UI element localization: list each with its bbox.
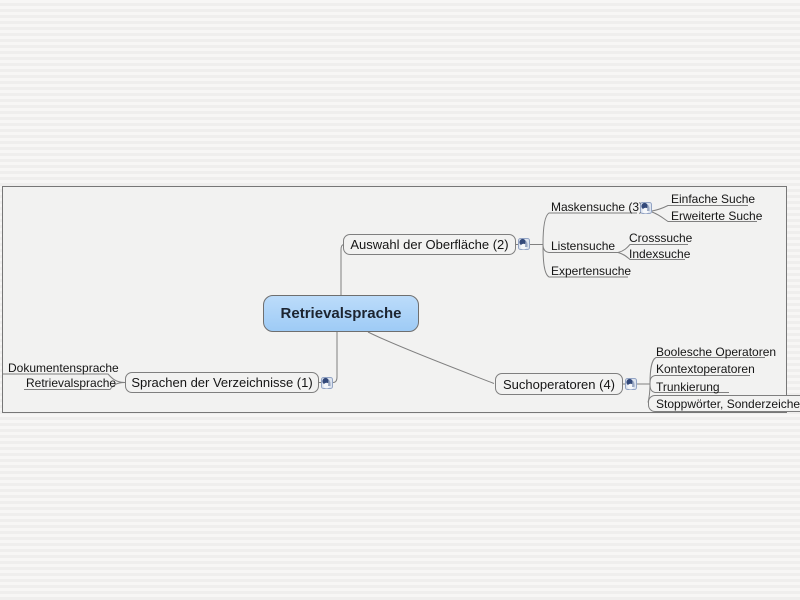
node-indexsuche[interactable]: Indexsuche bbox=[629, 247, 691, 261]
node-einfache-suche[interactable]: Einfache Suche bbox=[671, 192, 756, 206]
node-sprachen-der-verzeichnisse[interactable]: Sprachen der Verzeichnisse (1) bbox=[125, 372, 319, 393]
penguin-icon bbox=[640, 202, 652, 214]
node-suchoperatoren[interactable]: Suchoperatoren (4) bbox=[495, 373, 623, 395]
node-listensuche[interactable]: Listensuche bbox=[551, 239, 616, 253]
penguin-icon bbox=[321, 377, 333, 389]
node-stoppwoerter-sonderzeichen[interactable]: Stoppwörter, Sonderzeichen bbox=[648, 395, 800, 412]
node-crosssuche[interactable]: Crosssuche bbox=[629, 231, 693, 245]
penguin-icon bbox=[518, 238, 530, 250]
node-maskensuche[interactable]: Maskensuche (3) bbox=[551, 200, 644, 214]
node-retrievalsprache-child[interactable]: Retrievalsprache bbox=[26, 376, 117, 390]
node-boolesche-operatoren[interactable]: Boolesche Operatoren bbox=[656, 345, 777, 359]
node-trunkierung[interactable]: Trunkierung bbox=[656, 380, 720, 394]
root-node[interactable]: Retrievalsprache bbox=[263, 295, 419, 332]
node-dokumentensprache[interactable]: Dokumentensprache bbox=[8, 361, 119, 375]
node-kontextoperatoren[interactable]: Kontextoperatoren bbox=[656, 362, 755, 376]
penguin-icon bbox=[625, 378, 637, 390]
node-expertensuche[interactable]: Expertensuche bbox=[551, 264, 632, 278]
node-erweiterte-suche[interactable]: Erweiterte Suche bbox=[671, 209, 763, 223]
node-auswahl-der-oberflaeche[interactable]: Auswahl der Oberfläche (2) bbox=[343, 234, 516, 255]
